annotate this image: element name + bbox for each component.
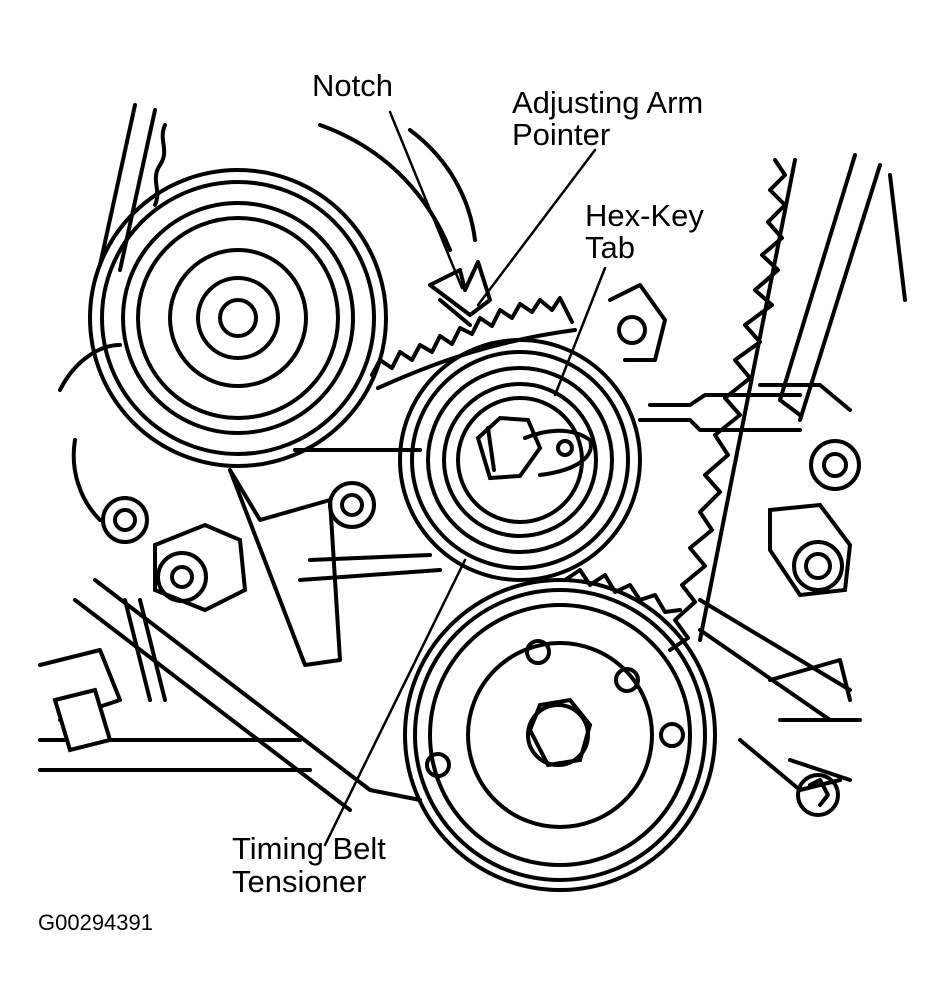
bolts: [52, 439, 861, 817]
figure-id: G00294391: [38, 910, 153, 935]
leader-lines: [323, 110, 607, 847]
timing-belt-tensioner-label-line2: Tensioner: [232, 864, 367, 899]
leader-adjusting-arm-pointer: [476, 148, 597, 307]
hex-key-tab-label-line2: Tab: [585, 230, 635, 265]
adjusting-arm-pointer-label-line1: Adjusting Arm: [512, 85, 704, 120]
crankshaft-sprocket: [403, 568, 717, 892]
tensioner-pulley: [398, 283, 667, 582]
leader-notch: [388, 110, 464, 290]
timing-belt-tensioner-label-line1: Timing Belt: [232, 831, 386, 866]
timing-belt-right: [668, 158, 797, 652]
idler-pulley: [88, 168, 388, 468]
notch-label: Notch: [312, 68, 393, 103]
leader-hex-key-tab: [553, 266, 607, 397]
adjusting-arm-pointer-label-line2: Pointer: [512, 117, 611, 152]
adjusting-arm: [428, 260, 492, 327]
hex-key-tab-label-line1: Hex-Key: [585, 198, 704, 233]
leader-timing-belt-tensioner: [323, 558, 467, 847]
